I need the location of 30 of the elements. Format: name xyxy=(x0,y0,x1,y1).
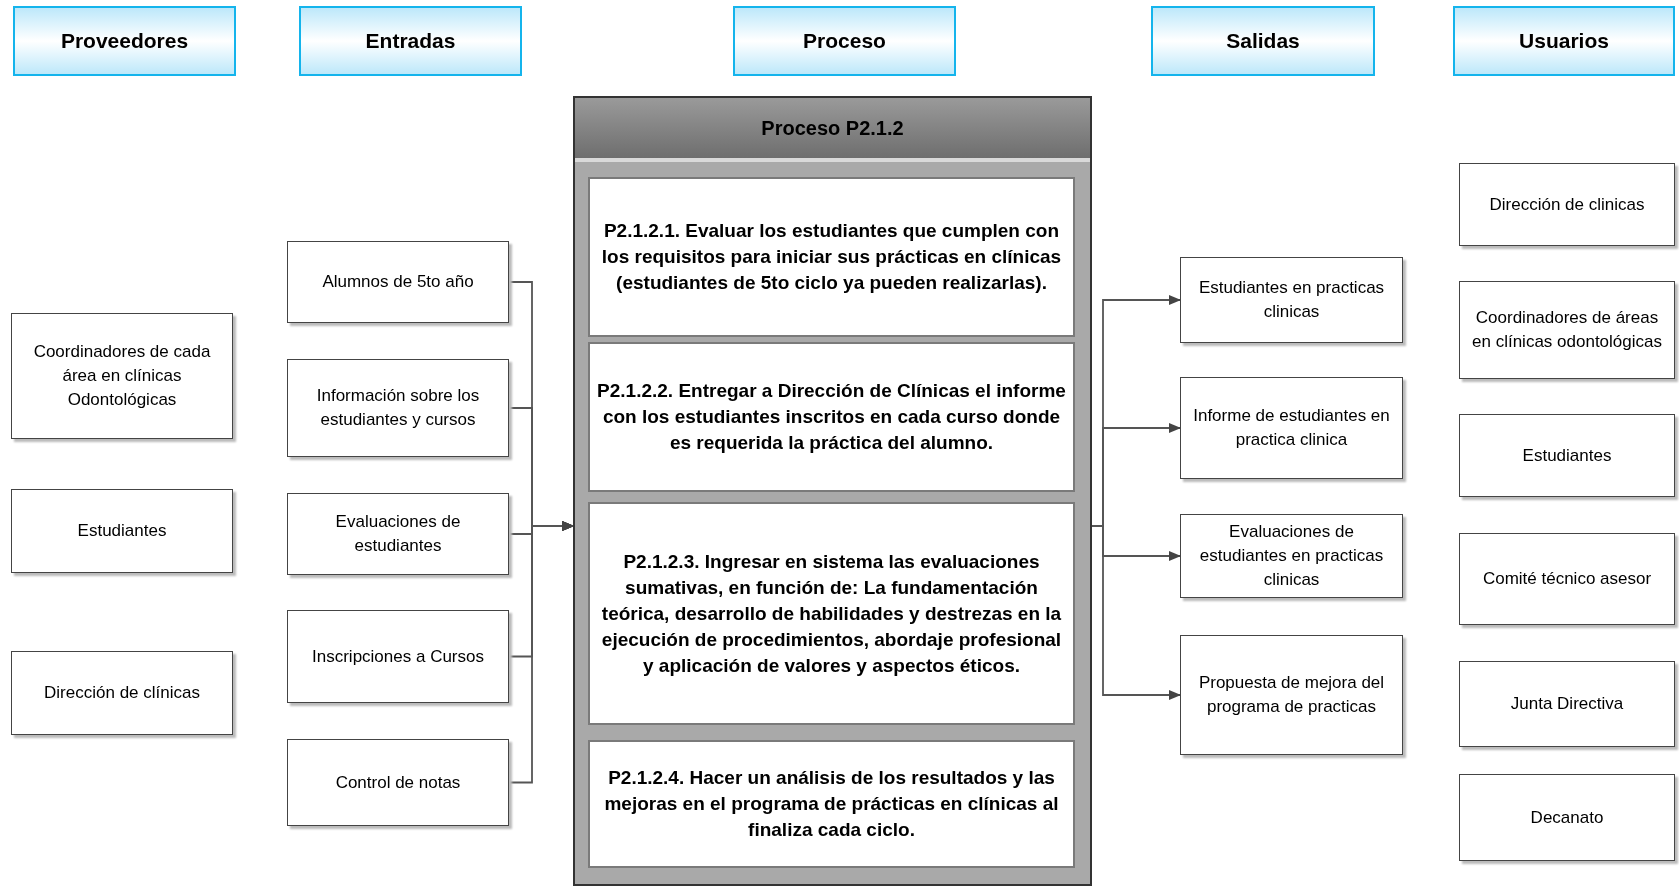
item-box: Dirección de clinicas xyxy=(1459,163,1675,246)
column-header: Entradas xyxy=(299,6,522,76)
item-box: Coordinadores de áreas en clínicas odontológicas xyxy=(1459,281,1675,379)
item-box: Evaluaciones de estudiantes xyxy=(287,493,509,575)
column-header: Proveedores xyxy=(13,6,236,76)
item-box: Evaluaciones de estudiantes en practicas clinicas xyxy=(1180,514,1403,598)
item-box: Estudiantes en practicas clinicas xyxy=(1180,257,1403,343)
item-box: Información sobre los estudiantes y cursos xyxy=(287,359,509,457)
process-step-box: P2.1.2.4. Hacer un análisis de los resultados y las mejoras en el programa de prácticas en clínicas al finaliza cada ciclo. xyxy=(588,740,1075,868)
item-box: Inscripciones a Cursos xyxy=(287,610,509,703)
process-panel xyxy=(573,96,1092,886)
item-box: Comité técnico asesor xyxy=(1459,533,1675,625)
process-step-box: P2.1.2.1. Evaluar los estudiantes que cumplen con los requisitos para iniciar sus prácticas en clínicas (estudiantes de 5to ciclo ya pueden realizarlas). xyxy=(588,177,1075,337)
item-box: Coordinadores de cada área en clínicas Odontológicas xyxy=(11,313,233,439)
item-box: Decanato xyxy=(1459,774,1675,861)
item-box: Estudiantes xyxy=(11,489,233,573)
process-step-box: P2.1.2.2. Entregar a Dirección de Clínicas el informe con los estudiantes inscritos en cada curso donde es requerida la práctica del alumno. xyxy=(588,342,1075,492)
column-header: Salidas xyxy=(1151,6,1375,76)
column-header: Usuarios xyxy=(1453,6,1675,76)
item-box: Control de notas xyxy=(287,739,509,826)
item-box: Alumnos de 5to año xyxy=(287,241,509,323)
process-step-box: P2.1.2.3. Ingresar en sistema las evaluaciones sumativas, en función de: La fundamentación teórica, desarrollo de habilidades y destrezas en la ejecución de procedimientos, abordaje profesional y aplicación de valores y aspectos éticos. xyxy=(588,502,1075,725)
panel-title: Proceso P2.1.2 xyxy=(575,98,1090,162)
item-box: Estudiantes xyxy=(1459,414,1675,497)
connector-arrow xyxy=(508,521,574,784)
item-box: Dirección de clínicas xyxy=(11,651,233,735)
item-box: Junta Directiva xyxy=(1459,661,1675,747)
column-header: Proceso xyxy=(733,6,956,76)
item-box: Propuesta de mejora del programa de practicas xyxy=(1180,635,1403,755)
item-box: Informe de estudiantes en practica clinica xyxy=(1180,377,1403,479)
